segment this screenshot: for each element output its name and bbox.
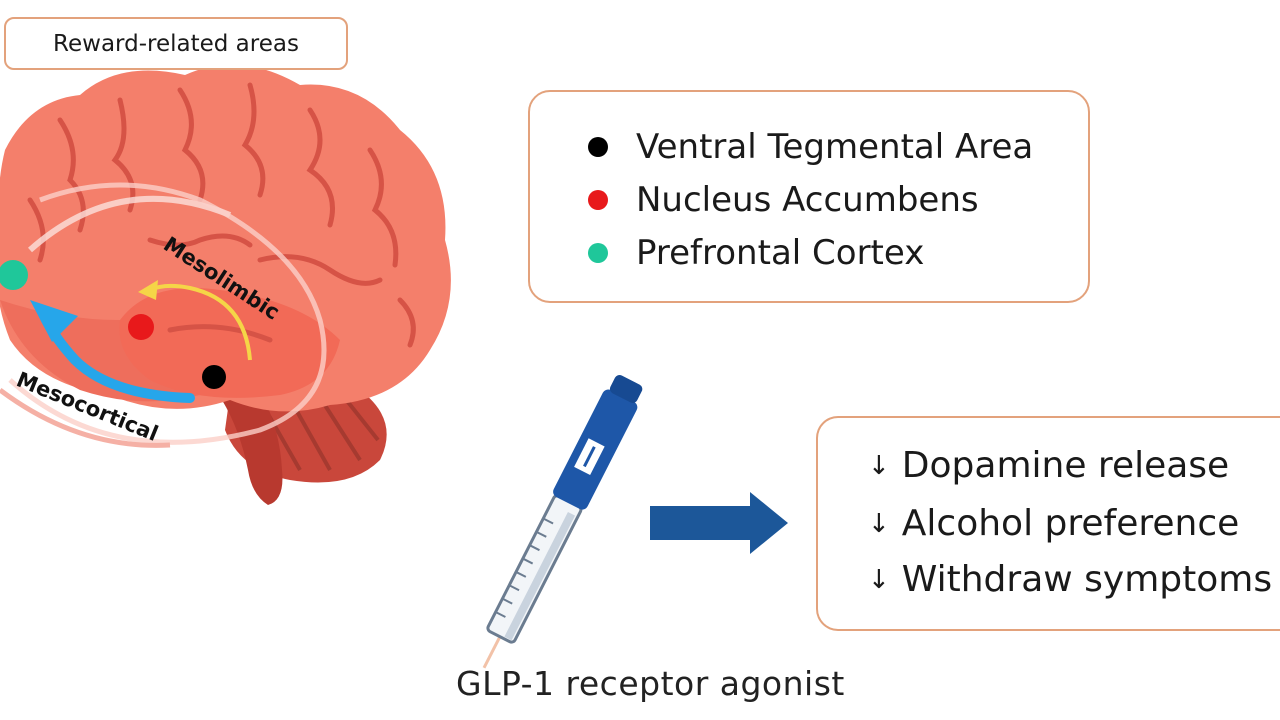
legend-dot-black	[588, 137, 608, 157]
down-arrow-icon: ↓	[868, 451, 890, 481]
effect-item-withdraw-symptoms: ↓ Withdraw symptoms	[868, 562, 1272, 598]
effect-label: Alcohol preference	[901, 503, 1240, 544]
effect-arrow-icon	[650, 492, 788, 554]
effect-label: Dopamine release	[901, 445, 1230, 486]
mesocortical-arrowhead	[30, 300, 78, 342]
legend-label: Nucleus Accumbens	[636, 180, 979, 220]
title-text: Reward-related areas	[53, 30, 299, 57]
legend-item-nucleus-accumbens: Nucleus Accumbens	[588, 183, 979, 217]
down-arrow-icon: ↓	[868, 565, 890, 595]
legend-dot-teal	[588, 243, 608, 263]
legend-box: Ventral Tegmental Area Nucleus Accumbens…	[528, 90, 1090, 303]
mesolimbic-arrow	[149, 283, 252, 361]
legend-dot-red	[588, 190, 608, 210]
effect-item-alcohol-preference: ↓ Alcohol preference	[868, 506, 1239, 542]
effect-item-dopamine: ↓ Dopamine release	[868, 448, 1229, 484]
effects-box: ↓ Dopamine release ↓ Alcohol preference …	[816, 416, 1280, 631]
legend-item-prefrontal-cortex: Prefrontal Cortex	[588, 236, 924, 270]
legend-label: Prefrontal Cortex	[636, 233, 925, 273]
nucleus-accumbens-dot	[128, 314, 154, 340]
ventral-tegmental-area-dot	[202, 365, 226, 389]
legend-item-ventral-tegmental-area: Ventral Tegmental Area	[588, 130, 1033, 164]
legend-label: Ventral Tegmental Area	[636, 127, 1034, 167]
glp1-pen-icon	[482, 374, 643, 669]
prefrontal-cortex-dot	[0, 260, 28, 290]
mesolimbic-arrowhead	[138, 280, 158, 300]
effect-label: Withdraw symptoms	[901, 559, 1273, 600]
title-box: Reward-related areas	[4, 17, 348, 70]
down-arrow-icon: ↓	[868, 509, 890, 539]
caption: GLP-1 receptor agonist	[456, 664, 845, 703]
brain-illustration	[0, 64, 451, 505]
